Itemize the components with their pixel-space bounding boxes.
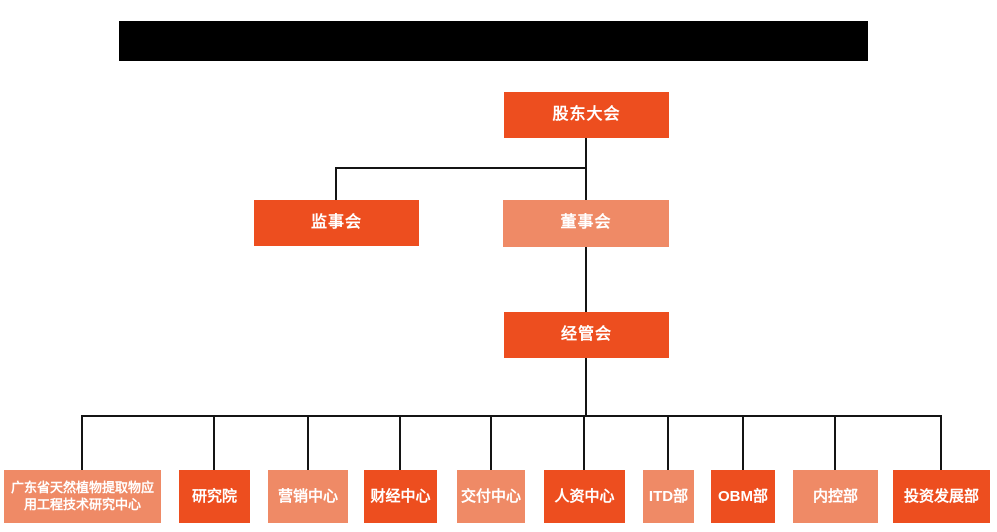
org-node-internal-control-department: 内控部 xyxy=(793,470,878,523)
org-node-label: 营销中心 xyxy=(277,487,338,505)
org-node-label: 广东省天然植物提取物应用工程技术研究中心 xyxy=(10,479,154,512)
org-node-research-institute: 研究院 xyxy=(179,470,250,523)
connector-drop-institute xyxy=(213,416,215,470)
org-node-label: 人资中心 xyxy=(554,487,615,505)
org-node-finance-center: 财经中心 xyxy=(364,470,437,523)
org-node-label: OBM部 xyxy=(718,487,768,505)
redacted-title-bar xyxy=(119,21,868,61)
connector-drop-obm xyxy=(742,416,744,470)
connector-drop-internal-control xyxy=(834,416,836,470)
connector-drop-research-center xyxy=(81,416,83,470)
org-node-board-of-directors: 董事会 xyxy=(503,200,669,247)
connector-drop-hr xyxy=(583,416,585,470)
connector-drop-marketing xyxy=(307,416,309,470)
connector-root-to-board xyxy=(585,138,587,200)
org-node-label: 监事会 xyxy=(310,213,362,231)
connector-drop-investment xyxy=(940,416,942,470)
org-node-label: 交付中心 xyxy=(461,487,522,505)
org-node-itd-department: ITD部 xyxy=(643,470,694,523)
org-node-label: 董事会 xyxy=(560,214,612,232)
org-node-label: 经管会 xyxy=(560,325,612,343)
org-node-label: 股东大会 xyxy=(552,105,621,123)
org-node-research-center: 广东省天然植物提取物应用工程技术研究中心 xyxy=(4,470,161,523)
connector-departments-bus xyxy=(81,415,942,417)
connector-branch-horizontal xyxy=(335,167,587,169)
org-node-label: 投资发展部 xyxy=(903,487,979,505)
org-node-obm-department: OBM部 xyxy=(711,470,775,523)
org-node-shareholders-meeting: 股东大会 xyxy=(504,92,669,138)
connector-drop-finance xyxy=(399,416,401,470)
org-node-marketing-center: 营销中心 xyxy=(268,470,348,523)
connector-branch-to-supervisory xyxy=(335,167,337,200)
connector-drop-delivery xyxy=(490,416,492,470)
connector-management-to-bus xyxy=(585,358,587,416)
org-node-hr-center: 人资中心 xyxy=(544,470,625,523)
org-node-investment-development-department: 投资发展部 xyxy=(893,470,990,523)
org-node-delivery-center: 交付中心 xyxy=(457,470,525,523)
org-node-supervisory-board: 监事会 xyxy=(254,200,419,246)
connector-drop-itd xyxy=(667,416,669,470)
org-node-label: 内控部 xyxy=(812,487,858,505)
org-node-label: 研究院 xyxy=(191,487,237,505)
org-node-label: ITD部 xyxy=(648,487,689,505)
org-node-label: 财经中心 xyxy=(370,487,431,505)
connector-board-to-management xyxy=(585,247,587,312)
org-node-management-committee: 经管会 xyxy=(504,312,669,358)
